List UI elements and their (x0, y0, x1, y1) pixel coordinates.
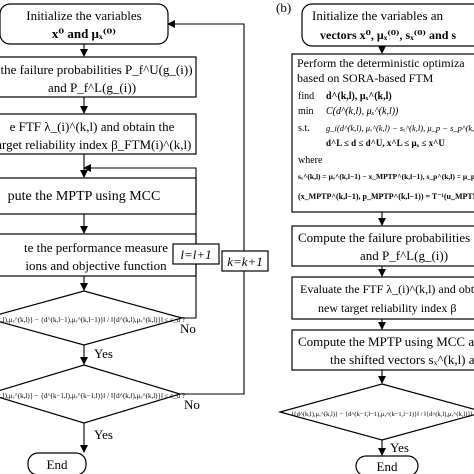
left-no2-path (180, 271, 245, 395)
left-k-increment-text: k=k+1 (227, 254, 263, 269)
left-mptp-text: pute the MPTP using MCC (8, 189, 161, 204)
left-init-text-2: x⁰ and μₓ⁽⁰⁾ (52, 26, 116, 41)
left-yes2-label: Yes (94, 427, 113, 442)
right-sora-title-2: based on SORA-based FTM (297, 71, 434, 85)
right-failure-prob-text-1: Compute the failure probabilities (298, 230, 470, 245)
right-where-1: sₓ^(k,l) = μₓ^(k,l−1) − x_MPTP^(k,l−1), … (298, 172, 474, 181)
right-panel-label: (b) (276, 0, 291, 15)
right-mptp-box (291, 329, 474, 371)
left-failure-prob-text-1: e the failure probabilities P_f^U(g_(i)) (0, 62, 193, 77)
right-failure-prob-text-2: and P_f^L(g_(i)) (360, 248, 448, 263)
right-ftf-text-1: Evaluate the FTF λ_(i)^(k,l) and obtain … (300, 282, 474, 296)
left-no1-path (182, 262, 197, 319)
right-ftf-text-2: new target reliability index β (318, 301, 457, 315)
left-failure-prob-box (0, 56, 197, 98)
right-flowchart: (b) Initialize the variables an vectors … (276, 0, 474, 474)
right-find-value: d^(k,l), μₓ^(k,l) (326, 91, 392, 102)
left-decision-outer-text: ‖{d^(k,l),μₓ^(k,l)} − {d^(k−1,l),μₓ^(k−1… (0, 392, 185, 400)
left-l-increment-text: l=l+1 (180, 247, 211, 262)
right-st-value-1: g_i(d^(k,l), μₓ^(k,l) − sₓ^(k,l), μ_p − … (326, 123, 474, 133)
left-no1-label: No (180, 321, 196, 336)
left-k-increment-box (221, 250, 269, 272)
right-sora-title-1: Perform the deterministic optimiza (297, 56, 465, 70)
left-no2-label: No (184, 397, 200, 412)
left-ftf-box (0, 113, 197, 155)
right-decision-text: ‖{d^(k,l),μₓ^(k,l)} − {d^(k−1,l−1),μₓ^(k… (292, 411, 473, 418)
right-yes-label: Yes (390, 440, 409, 455)
right-init-box (301, 3, 474, 47)
right-end-terminal (355, 455, 419, 474)
right-ftf-box (291, 276, 474, 320)
right-where-keyword: where (298, 155, 323, 166)
left-failure-prob-text-2: and P_f^L(g_(i)) (48, 80, 136, 95)
right-find-keyword: find (298, 91, 314, 102)
right-sora-box (291, 53, 474, 213)
left-k-loop-back (167, 20, 245, 251)
left-ftf-text-1: e FTF λ_(i)^(k,l) and obtain the (10, 119, 175, 134)
left-yes1-label: Yes (94, 346, 113, 361)
right-st-keyword: s.t. (298, 123, 310, 134)
left-performance-text-2: ions and objective function (25, 258, 167, 273)
left-end-terminal (27, 452, 87, 474)
right-where-2: (x_MPTP^(k,l−1), p_MPTP^(k,l−1)) = T⁻¹(u… (298, 192, 474, 201)
left-init-text-1: Initialize the variables (26, 8, 142, 23)
right-init-text-1: Initialize the variables an (312, 8, 444, 23)
right-failure-prob-box (291, 225, 474, 267)
left-mptp-box (0, 177, 197, 215)
left-flowchart: Initialize the variables x⁰ and μₓ⁽⁰⁾ e … (0, 3, 269, 474)
right-end-text: End (377, 459, 398, 474)
right-min-keyword: min (298, 106, 314, 117)
left-performance-text-1: te the performance measure (24, 240, 168, 255)
left-l-loop-back (83, 164, 197, 244)
right-mptp-text-1: Compute the MPTP using MCC a (298, 334, 474, 349)
right-init-text-2: vectors x⁰, μₓ⁽⁰⁾, sₓ⁽⁰⁾ and s (320, 28, 456, 42)
right-mptp-text-2: the shifted vectors sₓ^(k,l) and (330, 352, 474, 367)
right-min-value: C(d^(k,l), μₓ^(k,l)) (326, 106, 399, 117)
left-end-text: End (47, 457, 68, 472)
left-ftf-text-2: target reliability index β_FTM(i)^(k,l) (0, 137, 191, 152)
left-decision-inner-text: ‖{d^(k,l),μₓ^(k,l)} − {d^(k,l−1),μₓ^(k,l… (0, 316, 185, 324)
right-st-value-2: d^L ≤ d ≤ d^U, x^L ≤ μₓ ≤ x^U (326, 138, 445, 148)
